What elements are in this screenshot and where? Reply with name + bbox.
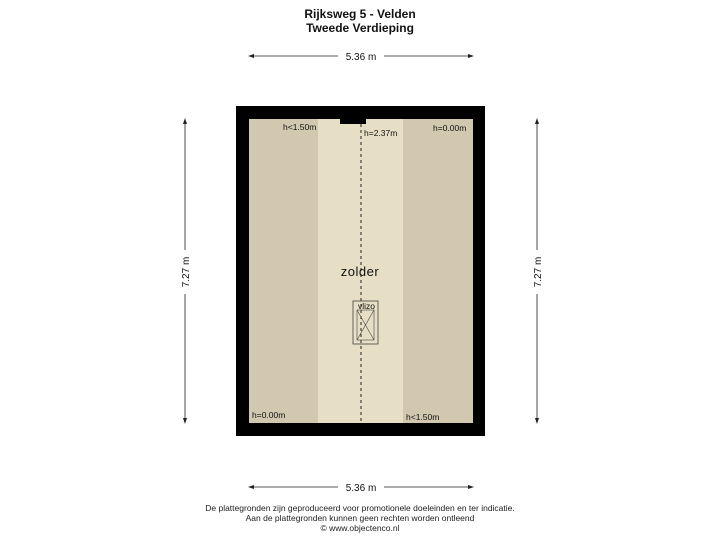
right-dimension: 7.27 m xyxy=(530,118,544,424)
height-bottom-left: h=0.00m xyxy=(252,410,285,420)
footer-line-2: Aan de plattegronden kunnen geen rechten… xyxy=(245,513,475,523)
hatch-label: vlizo xyxy=(358,301,375,311)
right-dimension-label: 7.27 m xyxy=(533,257,544,288)
left-dimension: 7.27 m xyxy=(178,118,192,424)
height-top-right: h=0.00m xyxy=(433,123,466,133)
bottom-dimension-label: 5.36 m xyxy=(346,483,377,494)
wall-notch xyxy=(340,119,366,124)
top-dimension-label: 5.36 m xyxy=(346,52,377,63)
plan-subtitle: Tweede Verdieping xyxy=(306,21,414,35)
height-top-center: h=2.37m xyxy=(364,128,397,138)
footer-line-1: De plattegronden zijn geproduceerd voor … xyxy=(205,503,515,513)
room-name: zolder xyxy=(341,264,380,279)
attic-hatch: vlizo xyxy=(352,300,379,345)
height-bottom-right: h<1.50m xyxy=(406,412,439,422)
height-top-left: h<1.50m xyxy=(283,122,316,132)
top-dimension: 5.36 m xyxy=(248,49,474,63)
left-dimension-label: 7.27 m xyxy=(181,257,192,288)
bottom-dimension: 5.36 m xyxy=(248,480,474,494)
footer-line-3: © www.objectenco.nl xyxy=(320,523,400,533)
plan-title: Rijksweg 5 - Velden xyxy=(304,7,416,21)
